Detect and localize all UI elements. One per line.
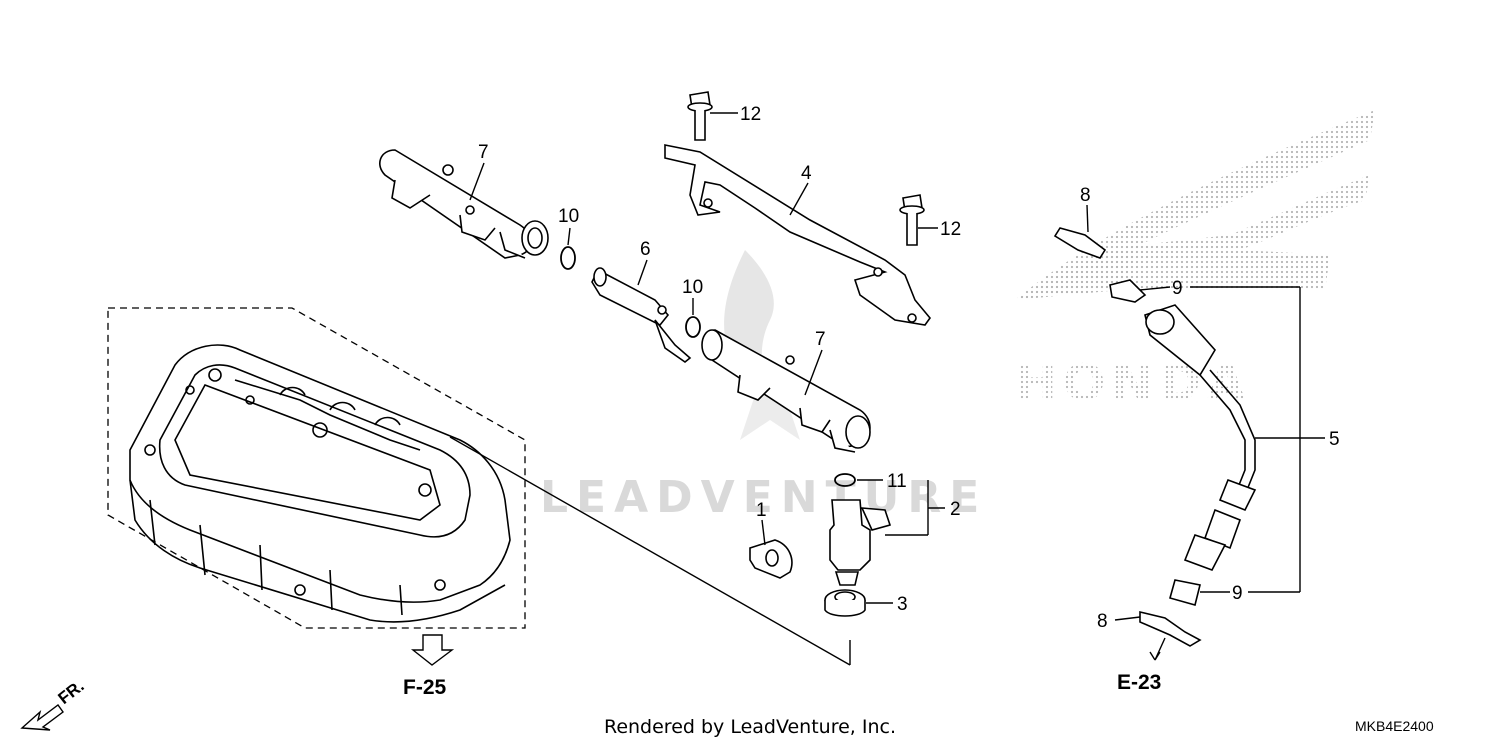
fuel-joint-pipe — [591, 267, 692, 363]
callout-8-top: 8 — [1080, 185, 1091, 206]
page-ref-f25: F-25 — [403, 676, 447, 699]
callout-8-bottom: 8 — [1097, 611, 1108, 632]
throttle-body-assembly — [129, 344, 511, 623]
ref-arrow-e23 — [1149, 651, 1161, 661]
callout-3: 3 — [897, 594, 908, 615]
sub-wire-harness — [1053, 227, 1257, 647]
ref-arrow-f25 — [410, 634, 455, 666]
o-ring-left — [560, 246, 576, 270]
fuel-rail-lower — [701, 329, 871, 453]
diagram-code: MKB4E2400 — [1355, 718, 1434, 734]
leader-lines — [449, 112, 1325, 666]
front-label: FR. — [54, 676, 87, 708]
callout-12-top: 12 — [740, 104, 761, 125]
injector-clip — [749, 539, 793, 579]
callout-5: 5 — [1329, 429, 1340, 450]
throttle-body-group-outline — [107, 307, 526, 629]
flange-bolt-right — [899, 194, 925, 246]
callout-labels: 12 12 4 7 10 6 10 7 11 2 3 1 8 9 5 9 8 — [478, 104, 1340, 632]
honda-wordmark: HONDA — [1015, 354, 1251, 412]
callout-10-left: 10 — [558, 206, 579, 227]
callout-6: 6 — [640, 239, 651, 260]
callout-9-bottom: 9 — [1232, 583, 1243, 604]
callout-7-upper: 7 — [478, 142, 489, 163]
front-direction-arrow — [20, 704, 64, 731]
callout-11: 11 — [887, 471, 907, 492]
callout-10-right: 10 — [682, 277, 703, 298]
harness-band-top — [1053, 227, 1107, 259]
harness-clip-bottom — [1169, 579, 1201, 606]
o-ring-injector — [834, 473, 856, 487]
flange-bolt-top — [687, 91, 713, 141]
harness-band-bottom — [1139, 610, 1202, 647]
footer-credit: Rendered by LeadVenture, Inc. — [603, 716, 897, 738]
svg-text:LEADVENTURE: LEADVENTURE — [540, 472, 987, 523]
callout-4: 4 — [801, 163, 812, 184]
fuel-rail-upper — [379, 149, 549, 259]
callout-7-lower: 7 — [815, 329, 826, 350]
callout-2: 2 — [950, 499, 961, 520]
callout-1: 1 — [756, 500, 767, 521]
callout-12-right: 12 — [940, 219, 961, 240]
page-ref-e23: E-23 — [1117, 671, 1161, 694]
o-ring-right — [685, 316, 701, 338]
rail-bracket — [664, 144, 932, 326]
harness-clip-top — [1109, 279, 1147, 303]
injector-cushion — [824, 589, 866, 617]
callout-9-top: 9 — [1172, 278, 1183, 299]
fuel-injector — [829, 499, 892, 586]
